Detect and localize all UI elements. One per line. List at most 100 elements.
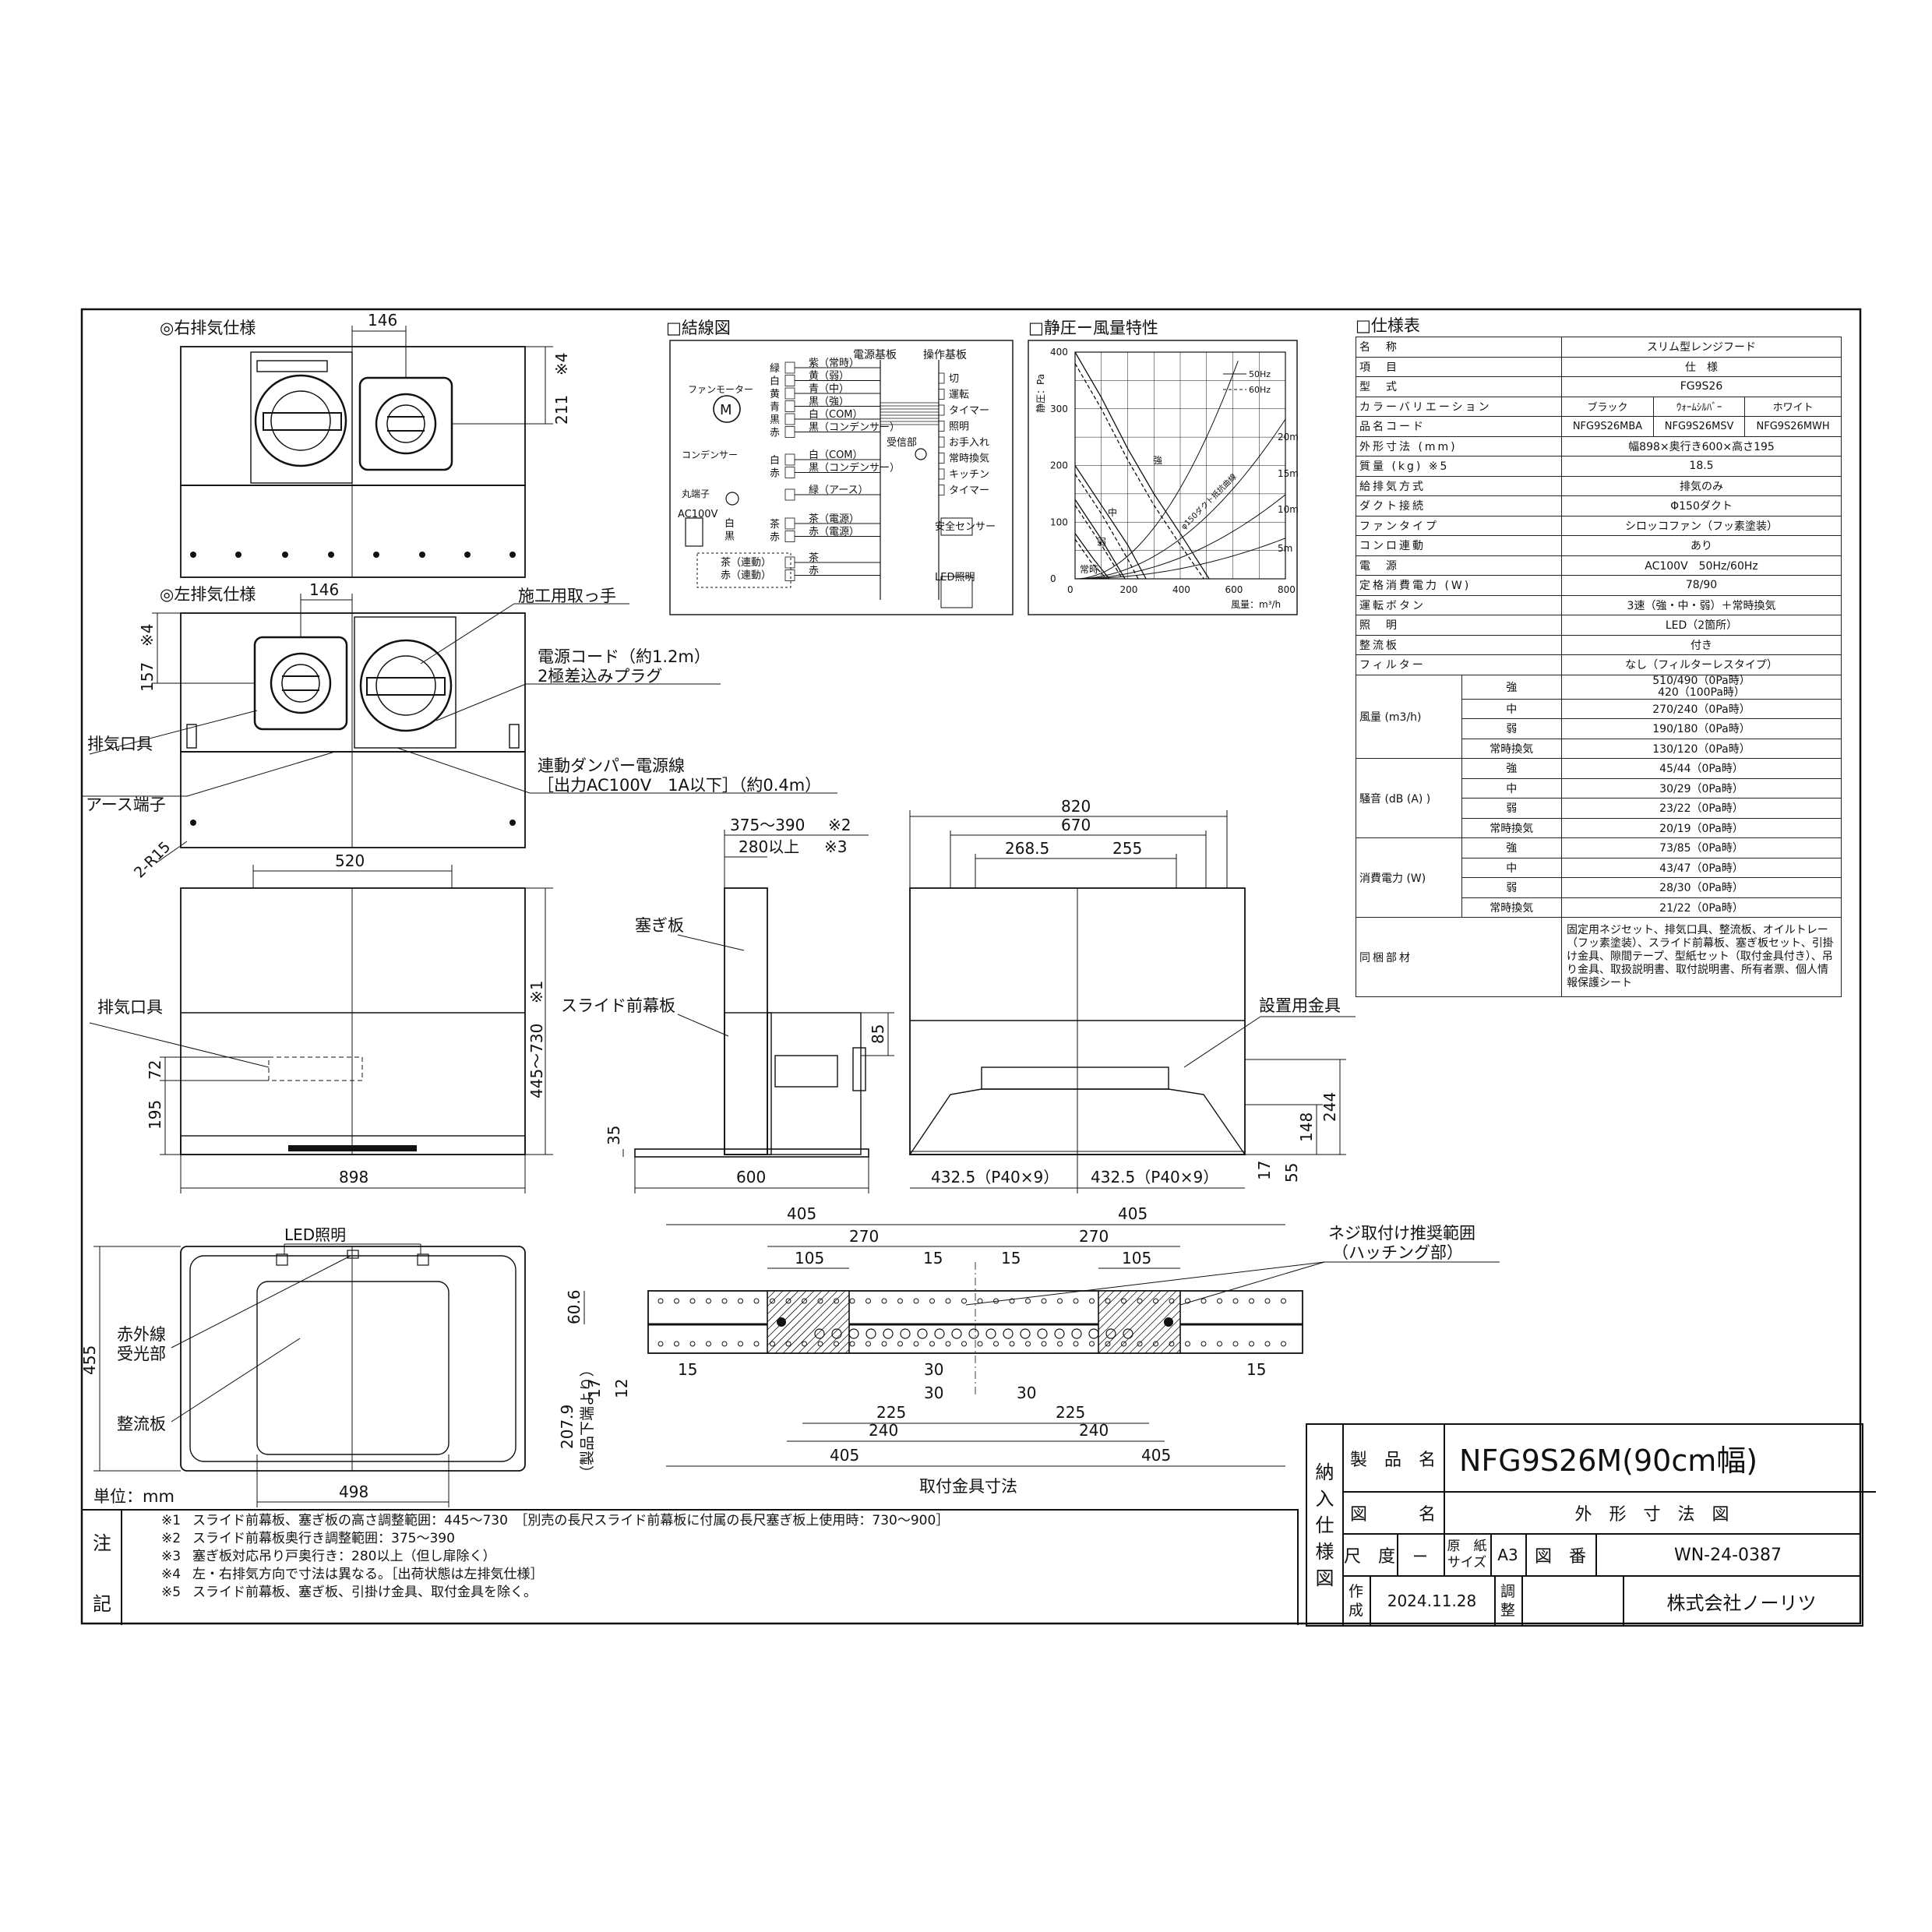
pq-curve-label: 中 <box>1108 506 1117 518</box>
tb-product: NFG9S26M(90cm幅) <box>1444 1425 1876 1493</box>
bracket-slot <box>1037 1328 1048 1339</box>
pq-ytick: 300 <box>1050 404 1068 414</box>
back-dim-820: 820 <box>1061 797 1091 816</box>
hatch-line <box>1098 1290 1130 1323</box>
pq-duct-label: 15m <box>1278 468 1299 479</box>
mount-dim-405b: 405 <box>1118 1204 1148 1223</box>
mount-dim-405a: 405 <box>787 1204 816 1223</box>
bracket-slot <box>814 1328 825 1339</box>
spec-group-label: 風量 (m3/h) <box>1356 674 1462 759</box>
left-earth-label: アース端子 <box>86 795 166 814</box>
pq-ytick: 200 <box>1050 460 1068 471</box>
back-dim-p2: 432.5（P40×9） <box>1091 1168 1218 1186</box>
pq-xtick: 400 <box>1172 584 1190 595</box>
wire-color: 白 <box>770 454 780 467</box>
spec-mode: 常時換気 <box>1461 817 1563 838</box>
bracket-hole <box>1009 1341 1015 1347</box>
side-view: 375～390 ※2 280以上 ※3 塞ぎ板 スライド前幕板 85 35 60… <box>561 816 894 1193</box>
mount-dim-207-9-note: （製品下端より） <box>579 1362 596 1480</box>
spec-row: 外形寸法 (mm)幅898×奥行き600×高さ195 <box>1356 435 1842 457</box>
switch-label: タイマー <box>949 485 989 497</box>
wire-label: 青（中） <box>809 383 849 395</box>
spec-group-label: 消費電力 (W) <box>1356 837 1462 918</box>
pq-ytick: 0 <box>1050 573 1056 584</box>
back-fitting-label: 設置用金具 <box>1259 996 1341 1015</box>
spec-mode: 常時換気 <box>1461 897 1563 918</box>
hatch-line <box>767 1290 807 1331</box>
spec-value: ｳｫｰﾑｼﾙﾊﾞｰ <box>1652 396 1746 417</box>
terminal-pin <box>784 517 795 530</box>
back-view: 820 670 268.5 255 設置用金具 244 148 17 55 43… <box>908 797 1356 1193</box>
right-dim-211: 211 <box>552 395 571 425</box>
terminal-pin <box>784 569 795 581</box>
mount-screw-label-2: （ハッチング部） <box>1332 1243 1463 1262</box>
plug-color: 黒 <box>724 531 735 543</box>
hatch-line <box>767 1290 823 1346</box>
hatch-line <box>829 1333 850 1354</box>
hatch-line <box>767 1290 784 1307</box>
hatch-line <box>1098 1290 1162 1354</box>
bracket-hole <box>1041 1298 1047 1304</box>
left-cord-label-1: 電源コード（約1.2m） <box>538 647 710 666</box>
front-dim-445: 445～730 <box>527 1024 546 1098</box>
switch-label: キッチン <box>949 469 989 481</box>
switch-pin <box>938 389 945 400</box>
hatch-line <box>1098 1290 1138 1331</box>
hatch-line <box>782 1290 846 1354</box>
tb-scale-label: 尺 度 <box>1342 1535 1398 1577</box>
wire-label: 緑（アース） <box>809 485 869 496</box>
bracket-hole <box>1025 1298 1031 1304</box>
damper-wire-label: 茶（連動） <box>721 556 771 569</box>
switch-label: 常時換気 <box>949 453 989 465</box>
spec-label: 照 明 <box>1356 615 1562 636</box>
spec-mode: 強 <box>1461 674 1563 700</box>
bracket-hole <box>1264 1341 1271 1347</box>
pq-xtick: 600 <box>1225 584 1243 595</box>
sheet-frame <box>80 308 1862 1625</box>
mount-dim-15b: 15 <box>1001 1249 1021 1267</box>
back-dim-p1: 432.5（P40×9） <box>931 1168 1059 1186</box>
spec-label: 外形寸法 (mm) <box>1356 435 1562 457</box>
wiring-capacitor: コンデンサー <box>682 449 738 460</box>
bracket-hole <box>1105 1298 1111 1304</box>
terminal-pin <box>784 488 795 501</box>
spec-label: 質量 (kg) ※5 <box>1356 456 1562 477</box>
bracket-hole <box>689 1341 696 1347</box>
back-dim-268: 268.5 <box>1005 839 1049 858</box>
mount-dim-270b: 270 <box>1079 1227 1109 1246</box>
mount-dim-12: 12 <box>612 1379 631 1398</box>
spec-value: 190/180（0Pa時） <box>1561 718 1842 739</box>
wire-color: 赤 <box>770 428 780 439</box>
spec-label: 項 目 <box>1356 356 1562 377</box>
spec-value: 270/240（0Pa時） <box>1561 698 1842 719</box>
bracket-hole <box>770 1298 775 1304</box>
bracket-hole <box>1073 1341 1079 1347</box>
spec-value: 幅898×奥行き600×高さ195 <box>1561 435 1842 457</box>
pq-duct-label: 10m <box>1278 504 1299 515</box>
switch-pin <box>938 453 945 464</box>
switch-label: お手入れ <box>949 437 989 449</box>
hatch-line <box>790 1294 850 1354</box>
wire-color: 赤 <box>770 468 780 480</box>
wire-label: 黒（コンデンサー） <box>809 421 900 434</box>
tb-number-label: 図 番 <box>1525 1535 1597 1577</box>
wire-label: 黒（コンデンサー） <box>809 462 900 474</box>
tb-drawing: 外 形 寸 法 図 <box>1444 1493 1860 1535</box>
side-note-3: ※3 <box>824 837 847 856</box>
wire-color: 緑 <box>770 363 780 375</box>
wire-color: 黒 <box>770 414 780 426</box>
front-note-1: ※1 <box>527 981 546 1003</box>
mount-dim-60-6: 60.6 <box>565 1289 583 1324</box>
spec-value: 43/47（0Pa時） <box>1561 857 1842 878</box>
spec-value: 3速（強・中・弱）＋常時換気 <box>1561 594 1842 615</box>
bracket-slot <box>1054 1328 1065 1339</box>
spec-title: □仕様表 <box>1356 316 1420 335</box>
pq-ytick: 100 <box>1050 516 1068 527</box>
bracket-slot <box>883 1328 894 1339</box>
